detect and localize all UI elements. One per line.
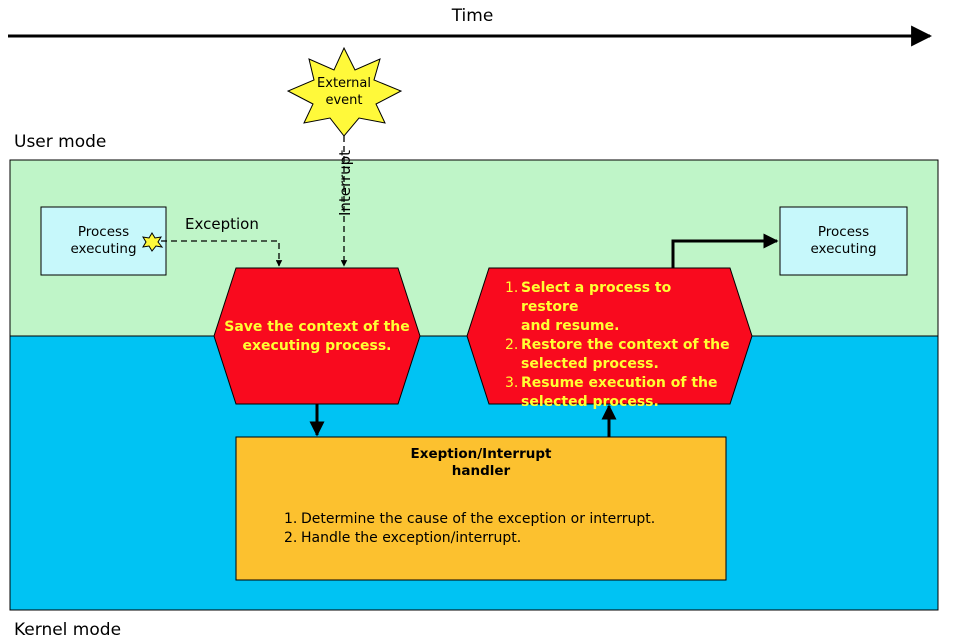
handler-step: 2. Handle the exception/interrupt. [284, 530, 522, 546]
handler-steps-list: 1. Determine the cause of the exception … [284, 510, 724, 548]
handler-title: Exeption/Interrupt handler [410, 446, 552, 479]
handler-step: 1. Determine the cause of the exception … [284, 511, 656, 527]
save-context-text: Save the context of the executing proces… [224, 319, 410, 354]
restore-step: 3. Resume execution of the selected proc… [505, 375, 718, 410]
exception-arrow [161, 240, 283, 267]
restore-step: 1. Select a process to restore and resum… [505, 280, 672, 334]
restore-to-process-arrow [671, 233, 779, 268]
time-label: Time [451, 6, 494, 26]
restore-steps-list: 1. Select a process to restore and resum… [505, 279, 730, 412]
exception-star-icon [142, 232, 164, 252]
restore-step: 2. Restore the context of the selected p… [505, 337, 730, 372]
process-executing-left-label: Process executing [70, 224, 137, 257]
process-executing-right-label: Process executing [810, 224, 877, 257]
external-event-label: External event [317, 76, 371, 108]
kernel-mode-label: Kernel mode [14, 620, 122, 640]
user-mode-label: User mode [14, 132, 107, 152]
interrupt-label: Interrupt [336, 149, 354, 216]
save-context-hexagon [213, 267, 421, 405]
exception-handler-box [235, 436, 727, 581]
process-executing-right-box [779, 206, 908, 276]
exception-label: Exception [185, 215, 259, 233]
restore-context-hexagon [466, 267, 753, 405]
